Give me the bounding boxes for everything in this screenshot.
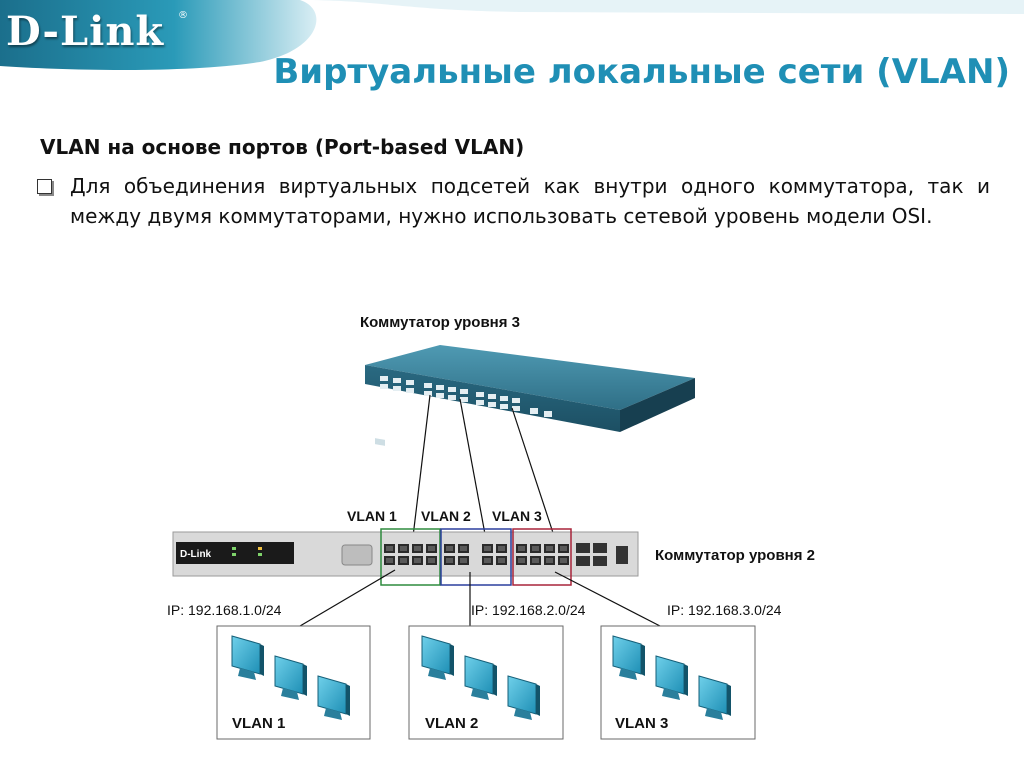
- vlan1-port-group: [380, 528, 441, 586]
- subnet-ip-1: IP: 192.168.1.0/24: [167, 602, 282, 618]
- vlan2-port-group: [440, 528, 512, 586]
- l3-switch: [365, 345, 695, 446]
- dlink-logo: D-Link: [6, 8, 165, 55]
- l2-switch-brand: D-Link: [180, 549, 212, 560]
- slide-title: Виртуальные локальные сети (VLAN): [273, 52, 1010, 92]
- header-band: [0, 0, 1024, 70]
- subnet-label-1: VLAN 1: [232, 715, 285, 732]
- subnet-ip-3: IP: 192.168.3.0/24: [667, 602, 782, 618]
- uplink-lines: [411, 394, 558, 546]
- subnet-label-2: VLAN 2: [425, 715, 478, 732]
- subnet-box-3: VLAN 3: [600, 625, 756, 740]
- checkbox-bullet-icon: [37, 179, 52, 194]
- bullet-text: Для объединения виртуальных подсетей как…: [70, 174, 990, 228]
- l3-switch-label: Коммутатор уровня 3: [360, 314, 520, 331]
- registered-mark: ®: [178, 10, 188, 21]
- vlan3-port-group: [512, 528, 572, 586]
- l2-switch: D-Link: [172, 531, 639, 577]
- subnet-box-2: VLAN 2: [408, 625, 564, 740]
- downlink-lines: [299, 569, 661, 627]
- section-subtitle: VLAN на основе портов (Port-based VLAN): [40, 135, 525, 159]
- l2-switch-label: Коммутатор уровня 2: [655, 547, 815, 564]
- vlan-group-label-2: VLAN 2: [421, 508, 471, 524]
- subnet-label-3: VLAN 3: [615, 715, 668, 732]
- vlan-group-label-1: VLAN 1: [347, 508, 397, 524]
- subnet-ip-2: IP: 192.168.2.0/24: [471, 602, 586, 618]
- vlan-group-label-3: VLAN 3: [492, 508, 542, 524]
- subnet-box-1: VLAN 1: [216, 625, 371, 740]
